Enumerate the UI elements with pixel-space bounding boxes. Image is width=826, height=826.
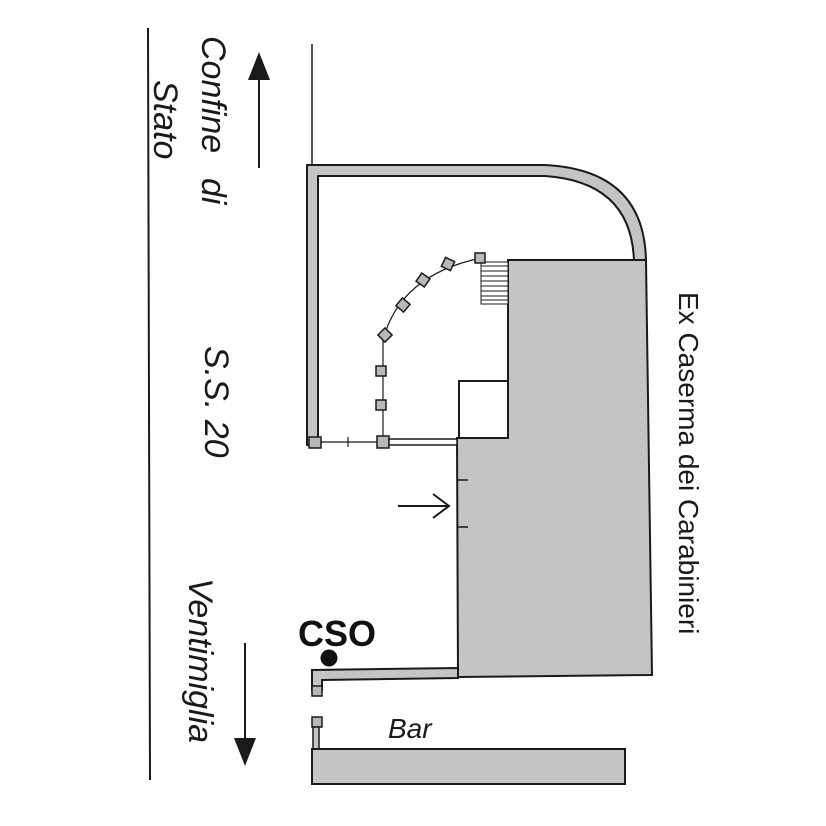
svg-text:Stato: Stato — [146, 80, 184, 159]
road-label: S.S. 20 — [197, 346, 235, 458]
building-annex — [458, 380, 509, 439]
svg-text:Confine: Confine — [194, 36, 232, 153]
arrow-up-icon — [248, 52, 270, 168]
gate-posts — [375, 252, 486, 411]
front-gate — [308, 435, 458, 449]
svg-text:di: di — [194, 178, 232, 206]
location-dot-icon — [320, 649, 338, 667]
arrow-down-icon — [234, 643, 256, 766]
arrow-right-icon — [398, 493, 451, 519]
road-edge-line — [147, 27, 151, 781]
bar-label: Bar — [388, 713, 433, 744]
ventimiglia-label: Ventimiglia — [181, 578, 219, 743]
entrance — [457, 479, 468, 528]
cso-label: CSO — [298, 613, 376, 654]
stairs — [480, 261, 509, 305]
building-ex-caserma — [455, 259, 654, 679]
confine-di-stato-label: Confine di Stato — [146, 36, 232, 206]
lower-wall — [311, 666, 459, 697]
bar-wall — [311, 716, 323, 750]
building-bar — [311, 748, 626, 785]
building-label: Ex Caserma dei Carabinieri — [673, 292, 704, 634]
